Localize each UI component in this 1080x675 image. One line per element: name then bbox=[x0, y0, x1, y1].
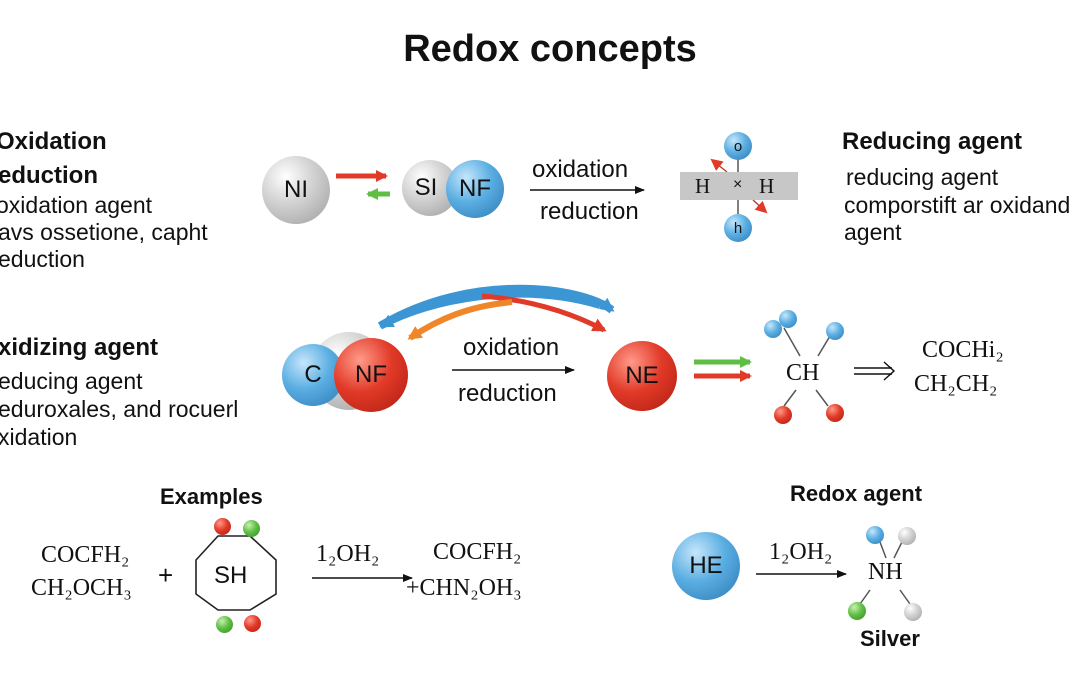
examples-reactant-line-1: COCFH₂ bbox=[41, 542, 130, 568]
ball-si-label: SI bbox=[414, 174, 438, 201]
examples-reactant-line-2: CH₂OCH₃ bbox=[31, 575, 132, 601]
ring-atom-green-top bbox=[243, 520, 260, 537]
redox-agent-arrow-label: 1₂OH₂ bbox=[769, 539, 833, 565]
ball-ni: NI bbox=[262, 156, 330, 224]
nh-atom-grey-top bbox=[898, 527, 916, 545]
examples-product-line-2: +CHN₂OH₃ bbox=[406, 575, 522, 601]
row1-oxidation-label: oxidation bbox=[532, 156, 629, 183]
row2-product-line-2: CH₂CH₂ bbox=[914, 371, 998, 397]
right-top-heading: Reducing agent bbox=[842, 128, 1023, 155]
ball-he-label: HE bbox=[689, 552, 723, 579]
molecule-right-h: H bbox=[759, 174, 775, 198]
molecule-top-atom: o bbox=[724, 132, 752, 160]
right-top-line-3: agent bbox=[844, 219, 902, 245]
blue-curve-left bbox=[379, 291, 601, 329]
examples-plus: + bbox=[158, 560, 174, 590]
ch-label: CH bbox=[786, 360, 820, 386]
examples-arrow-label: 1₂OH₂ bbox=[316, 541, 380, 567]
left-mid-heading: xidizing agent bbox=[0, 334, 159, 361]
orange-curve bbox=[407, 299, 513, 341]
row2-oxidation-label: oxidation bbox=[463, 334, 560, 361]
ring-atom-red-bottom bbox=[244, 615, 261, 632]
molecule-top-label: o bbox=[733, 137, 743, 155]
page-title: Redox concepts bbox=[403, 28, 697, 70]
left-mid-line-2: eduroxales, and rocuerl bbox=[0, 396, 239, 422]
examples-ring bbox=[195, 535, 277, 611]
red-curve bbox=[481, 293, 607, 333]
molecule-center: × bbox=[733, 176, 743, 193]
ball-si: SI bbox=[402, 160, 458, 216]
row2-double-arrow bbox=[854, 361, 896, 381]
ring-label: SH bbox=[214, 562, 248, 589]
molecule-bar bbox=[680, 172, 798, 200]
nh-bonds bbox=[859, 541, 911, 605]
ball-ne: NE bbox=[607, 341, 677, 411]
ball-ne-label: NE bbox=[625, 362, 659, 389]
row1-molecule-bonds bbox=[710, 158, 768, 216]
row1-reduction-label: reduction bbox=[540, 198, 639, 225]
redox-agent-heading: Redox agent bbox=[790, 481, 923, 506]
exchange-arrows-row1 bbox=[336, 170, 390, 200]
ball-nf-label: NF bbox=[459, 175, 491, 202]
ball-nf-red: NF bbox=[334, 338, 408, 412]
ch-atom-blue-3 bbox=[826, 322, 844, 340]
molecule-bottom-label: h bbox=[733, 219, 743, 237]
left-top-line-1: Oxidation bbox=[0, 128, 107, 155]
examples-heading: Examples bbox=[160, 484, 263, 509]
molecule-left-h: H bbox=[695, 174, 711, 198]
ch-atom-blue-1 bbox=[764, 320, 782, 338]
ball-ni-label: NI bbox=[284, 176, 308, 203]
nh-label: NH bbox=[868, 559, 903, 585]
left-top-line-3: oxidation agent bbox=[0, 192, 153, 218]
right-top-line-2: comporstift ar oxidand bbox=[844, 192, 1071, 218]
ch-bonds bbox=[783, 327, 831, 407]
left-top-line-2: eduction bbox=[0, 162, 98, 189]
ring-atom-green-bottom bbox=[216, 616, 233, 633]
nh-atom-blue bbox=[866, 526, 884, 544]
molecule-bottom-atom: h bbox=[724, 214, 752, 242]
right-top-line-1: reducing agent bbox=[846, 164, 999, 190]
curved-arrows-row2 bbox=[377, 284, 615, 341]
left-top-line-5: eduction bbox=[0, 246, 85, 272]
ch-atom-blue-2 bbox=[779, 310, 797, 328]
left-mid-line-3: xidation bbox=[0, 424, 78, 450]
row2-reduction-label: reduction bbox=[458, 380, 557, 407]
ball-c-label: C bbox=[304, 361, 322, 388]
examples-product-line-1: COCFH₂ bbox=[433, 539, 522, 565]
left-mid-line-1: educing agent bbox=[0, 368, 143, 394]
ch-atom-red-2 bbox=[826, 404, 844, 422]
ring-atom-red-top bbox=[214, 518, 231, 535]
ball-nf-red-label: NF bbox=[355, 361, 387, 388]
ball-nf-blue: NF bbox=[446, 160, 504, 218]
left-top-line-4: avs ossetione, capht bbox=[0, 219, 208, 245]
ball-c: C bbox=[282, 344, 344, 406]
nh-atom-green bbox=[848, 602, 866, 620]
nh-atom-grey-bottom bbox=[904, 603, 922, 621]
ball-he: HE bbox=[672, 532, 740, 600]
row2-product-line-1: COCHі₂ bbox=[922, 337, 1004, 363]
redox-agent-caption: Silver bbox=[860, 626, 920, 651]
ch-atom-red-1 bbox=[774, 406, 792, 424]
